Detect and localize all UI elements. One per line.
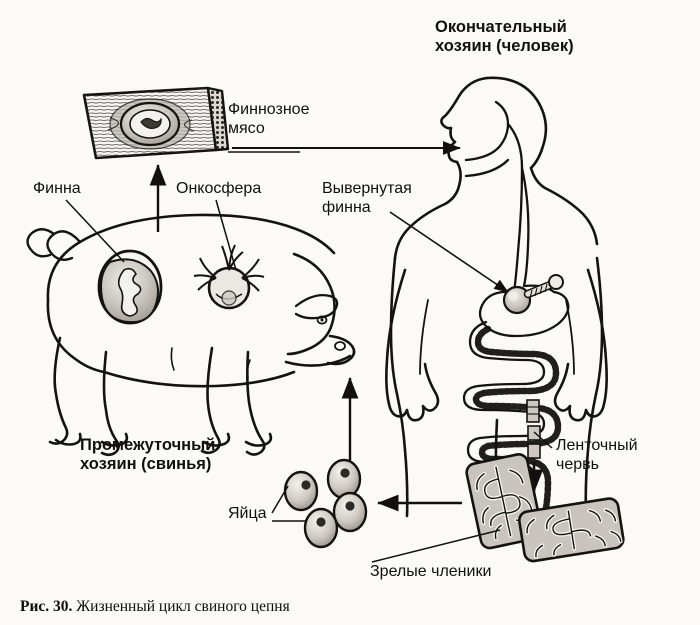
egg: [303, 507, 339, 549]
proglottid-segments: [465, 453, 625, 563]
egg: [326, 458, 362, 500]
egg: [283, 470, 319, 512]
label-finna: Финна: [33, 180, 81, 197]
measly-meat-block: [82, 86, 230, 160]
label-everted-finna: Вывернутая финна: [322, 180, 412, 216]
label-intermediate-host: Промежуточный хозяин (свинья): [80, 436, 216, 474]
leader-oncosphere: [215, 199, 237, 271]
leader-everted-finna: [389, 211, 509, 293]
label-mature-proglottids: Зрелые членики: [370, 563, 492, 580]
label-tapeworm: Ленточный червь: [556, 437, 638, 473]
leader-tapeworm: [533, 431, 553, 449]
pig: [26, 213, 356, 457]
figure-caption: Рис. 30. Жизненный цикл свиного цепня: [20, 598, 290, 616]
figure-caption-text: Жизненный цикл свиного цепня: [72, 598, 290, 615]
everted-finna-in-stomach: [502, 274, 564, 315]
leader-finna: [65, 199, 125, 263]
egg-group: [283, 458, 368, 549]
oncosphere-embryo: [193, 244, 265, 310]
finna-cyst: [97, 249, 163, 325]
label-definitive-host: Окончательный хозяин (человек): [435, 18, 574, 56]
label-oncosphere: Онкосфера: [176, 180, 262, 197]
label-measly-meat: Финнозное мясо: [228, 101, 310, 137]
label-eggs: Яйца: [228, 505, 267, 522]
leader-eggs-upper: [271, 485, 289, 514]
figure-number: Рис. 30.: [20, 598, 73, 615]
leader-proglottids: [371, 529, 501, 563]
egg: [332, 491, 368, 533]
